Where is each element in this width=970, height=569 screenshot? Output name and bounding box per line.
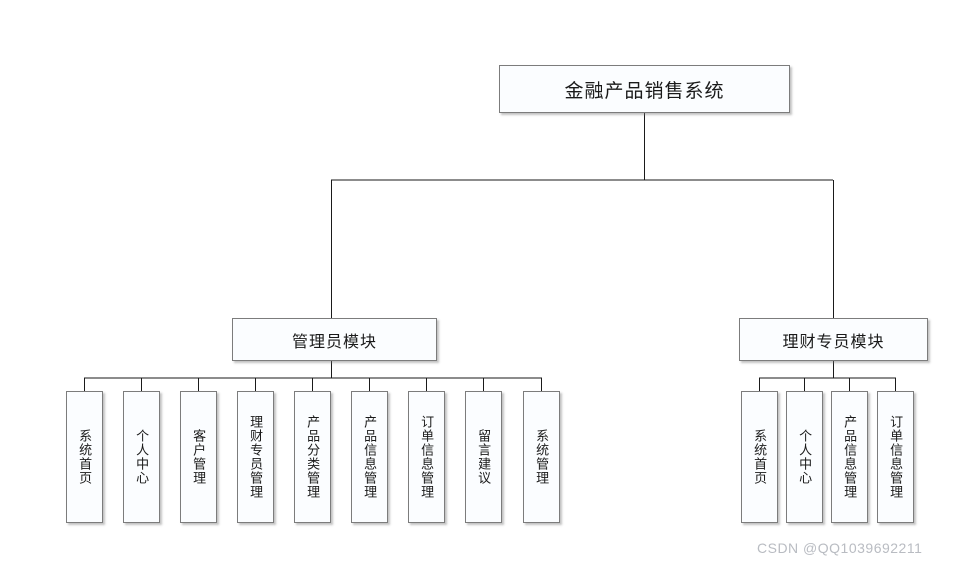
csdn-watermark: CSDN @QQ1039692211: [757, 540, 923, 556]
node-leaf-label: 留言建议: [476, 429, 492, 485]
node-leaf-advisor-0[interactable]: 系统首页: [741, 391, 778, 523]
node-leaf-admin-8[interactable]: 系统管理: [523, 391, 560, 523]
node-leaf-label: 订单信息管理: [419, 415, 435, 499]
node-leaf-label: 产品信息管理: [842, 415, 858, 499]
node-leaf-label: 订单信息管理: [888, 415, 904, 499]
node-root-system[interactable]: 金融产品销售系统: [499, 65, 790, 113]
node-leaf-admin-5[interactable]: 产品信息管理: [351, 391, 388, 523]
node-leaf-label: 个人中心: [134, 429, 150, 485]
node-leaf-admin-4[interactable]: 产品分类管理: [294, 391, 331, 523]
node-leaf-label: 系统首页: [77, 429, 93, 485]
node-module-advisor[interactable]: 理财专员模块: [739, 318, 928, 361]
node-leaf-admin-1[interactable]: 个人中心: [123, 391, 160, 523]
node-leaf-label: 产品分类管理: [305, 415, 321, 499]
node-leaf-label: 系统管理: [534, 429, 550, 485]
node-leaf-label: 个人中心: [797, 429, 813, 485]
node-leaf-label: 客户管理: [191, 429, 207, 485]
node-leaf-admin-2[interactable]: 客户管理: [180, 391, 217, 523]
node-leaf-label: 产品信息管理: [362, 415, 378, 499]
node-leaf-label: 系统首页: [752, 429, 768, 485]
node-leaf-label: 理财专员管理: [248, 415, 264, 499]
node-module-admin[interactable]: 管理员模块: [232, 318, 437, 361]
node-root-label: 金融产品销售系统: [564, 80, 725, 102]
node-module-advisor-label: 理财专员模块: [782, 333, 885, 351]
node-leaf-advisor-1[interactable]: 个人中心: [786, 391, 823, 523]
node-leaf-admin-7[interactable]: 留言建议: [465, 391, 502, 523]
node-leaf-admin-0[interactable]: 系统首页: [66, 391, 103, 523]
node-leaf-admin-3[interactable]: 理财专员管理: [237, 391, 274, 523]
node-leaf-advisor-3[interactable]: 订单信息管理: [877, 391, 914, 523]
node-module-admin-label: 管理员模块: [291, 333, 377, 351]
node-leaf-advisor-2[interactable]: 产品信息管理: [831, 391, 868, 523]
node-leaf-admin-6[interactable]: 订单信息管理: [408, 391, 445, 523]
